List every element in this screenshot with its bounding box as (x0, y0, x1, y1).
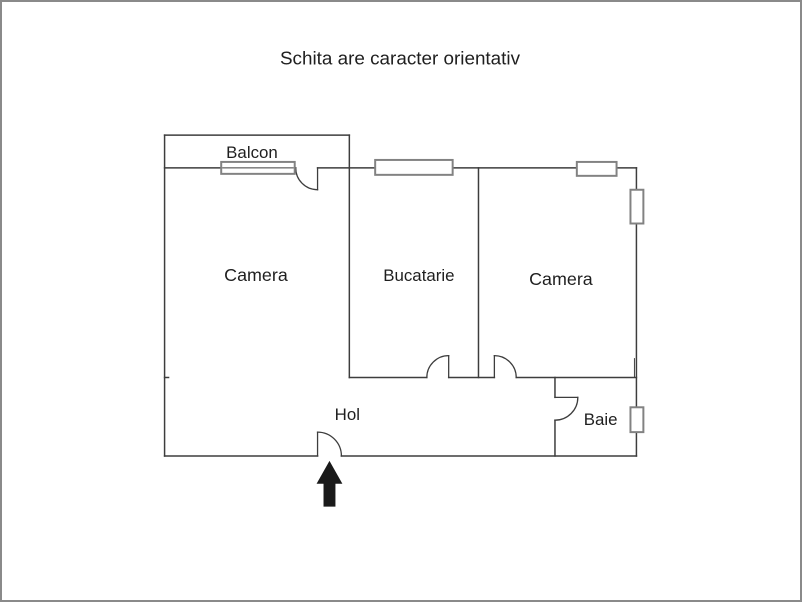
windows (220, 158, 645, 434)
doors (295, 167, 579, 457)
balcony-door-arc (295, 167, 319, 191)
room-label-baie: Baie (584, 410, 618, 429)
camera-right-door-arc (493, 354, 517, 379)
room-label-camera-right: Camera (529, 269, 593, 289)
camera-right-side-window (629, 188, 645, 225)
room-label-balcon: Balcon (226, 143, 278, 162)
entrance-door-arc (316, 431, 343, 457)
labels: Schita are caracter orientativ Balcon Ca… (224, 48, 617, 430)
baie-door-arc (554, 396, 579, 421)
room-label-bucatarie: Bucatarie (383, 266, 454, 285)
baie-window (629, 406, 645, 434)
walls (163, 134, 638, 457)
entrance-arrow-icon (316, 460, 343, 507)
camera-right-top-window (575, 160, 618, 177)
bucatarie-window (374, 158, 454, 176)
room-label-hol: Hol (335, 405, 360, 424)
disclaimer-title: Schita are caracter orientativ (280, 48, 521, 69)
bucatarie-door-arc (426, 354, 450, 379)
room-label-camera-left: Camera (224, 265, 288, 285)
